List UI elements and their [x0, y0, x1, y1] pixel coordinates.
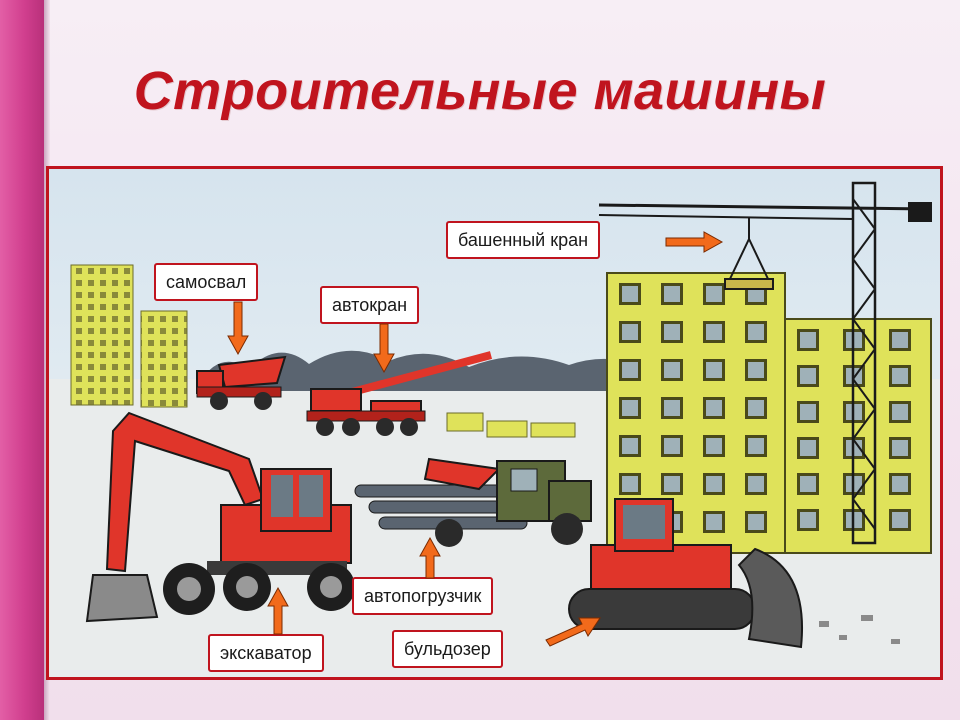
window-glass: [664, 438, 680, 454]
window-glass: [664, 400, 680, 416]
label-dump-truck: самосвал: [154, 263, 259, 301]
slide-title: Строительные машины: [133, 61, 827, 121]
brick-stacks: [446, 412, 576, 438]
window-glass: [622, 324, 638, 340]
label-excavator: экскаватор: [208, 634, 324, 672]
window-glass: [706, 400, 722, 416]
window-glass: [622, 400, 638, 416]
arrow-up-right-icon: [545, 617, 601, 647]
window-glass: [800, 404, 816, 420]
building-windows: [619, 283, 911, 533]
dump-truck: [196, 355, 287, 410]
window-glass: [664, 362, 680, 378]
window-glass: [800, 332, 816, 348]
window-glass: [748, 438, 764, 454]
window-glass: [622, 438, 638, 454]
truck-crane: [306, 351, 493, 436]
window-glass: [748, 362, 764, 378]
window-glass: [664, 476, 680, 492]
window-glass: [706, 362, 722, 378]
window-glass: [748, 400, 764, 416]
window-glass: [706, 514, 722, 530]
label-bulldozer: бульдозер: [392, 630, 503, 668]
window-glass: [892, 332, 908, 348]
window-glass: [664, 324, 680, 340]
label-loader-truck: автопогрузчик: [352, 577, 494, 615]
arrow-down-icon: [227, 301, 249, 356]
loader-truck: [354, 457, 592, 547]
arrow-down-icon: [373, 323, 395, 374]
label-truck-crane: автокран: [320, 286, 420, 324]
bulldozer: [568, 498, 803, 649]
excavator: [85, 411, 355, 623]
window-glass: [800, 440, 816, 456]
window-glass: [706, 324, 722, 340]
window-glass: [800, 512, 816, 528]
window-glass: [800, 476, 816, 492]
distant-building-1: [70, 264, 134, 406]
debris: [819, 615, 900, 644]
window-glass: [748, 514, 764, 530]
window-glass: [622, 286, 638, 302]
window-glass: [622, 476, 638, 492]
window-glass: [892, 440, 908, 456]
window-glass: [706, 438, 722, 454]
window-glass: [664, 286, 680, 302]
window-glass: [706, 286, 722, 302]
label-tower-crane: башенный кран: [446, 221, 601, 259]
notebook-spiral-strip: [0, 0, 44, 720]
window-glass: [892, 512, 908, 528]
window-glass: [892, 404, 908, 420]
tower-crane: [598, 181, 932, 545]
window-glass: [800, 368, 816, 384]
window-glass: [892, 368, 908, 384]
distant-building-2: [140, 310, 188, 408]
arrow-up-icon: [267, 586, 289, 635]
window-glass: [622, 362, 638, 378]
window-glass: [748, 476, 764, 492]
window-glass: [892, 476, 908, 492]
arrow-right-icon: [665, 231, 724, 253]
window-glass: [748, 324, 764, 340]
arrow-up-icon: [419, 536, 441, 579]
construction-site-illustration: [49, 169, 940, 677]
window-glass: [706, 476, 722, 492]
